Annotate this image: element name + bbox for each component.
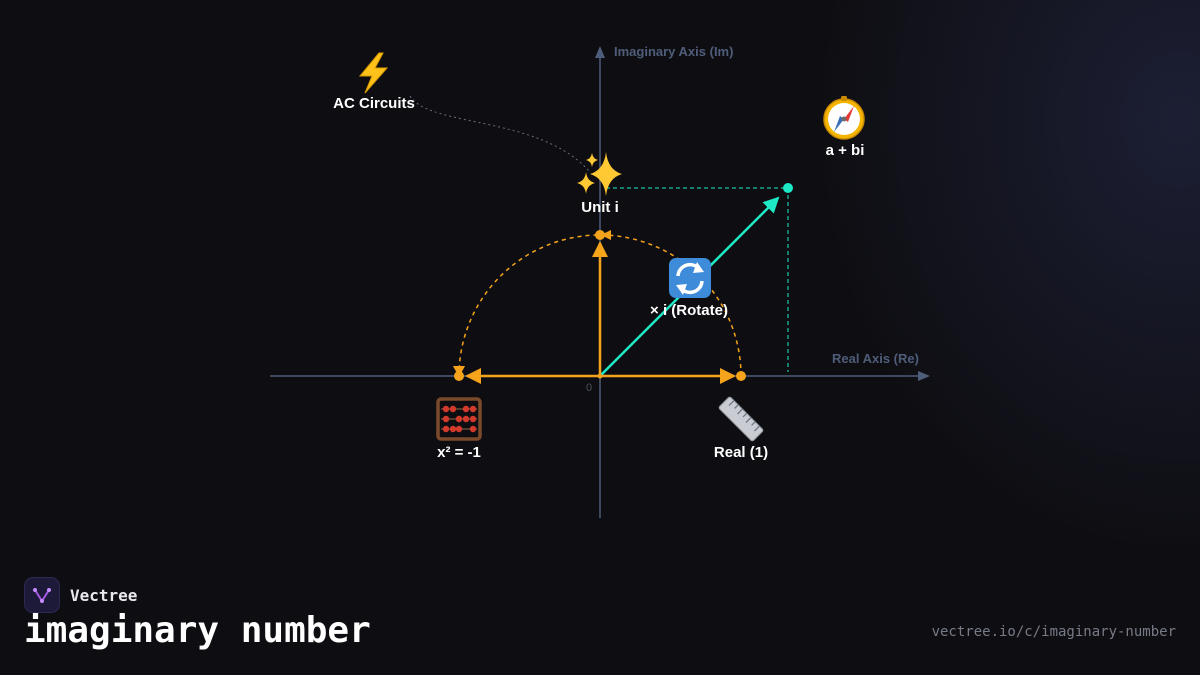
- node-label-real-one: Real (1): [714, 444, 768, 461]
- lightning-icon: [358, 52, 389, 94]
- node-x-squared[interactable]: x² = -1: [436, 397, 482, 461]
- compass-icon: [823, 96, 865, 140]
- node-unit-i[interactable]: Unit i: [577, 152, 622, 216]
- brand[interactable]: Vectree: [24, 577, 137, 613]
- vectree-logo-icon: [24, 577, 60, 613]
- node-label-a-plus-bi: a + bi: [826, 142, 865, 159]
- point-a-plus-bi[interactable]: [783, 183, 793, 193]
- rotate-arrows-icon: [669, 258, 711, 298]
- node-label-rotate: × i (Rotate): [650, 302, 728, 319]
- rotation-arc: [458, 234, 742, 377]
- origin-label: 0: [586, 382, 592, 394]
- point-real-one[interactable]: [736, 371, 746, 381]
- point-neg-one[interactable]: [454, 371, 464, 381]
- node-real-one[interactable]: Real (1): [714, 396, 768, 461]
- node-rotate[interactable]: × i (Rotate): [650, 258, 728, 319]
- arc-arrowhead-top: [601, 230, 611, 240]
- abacus-icon: [436, 397, 482, 441]
- node-label-x-squared: x² = -1: [437, 444, 481, 461]
- node-label-unit-i: Unit i: [581, 199, 619, 216]
- ac-circuits-connector: [409, 95, 591, 173]
- page-url[interactable]: vectree.io/c/imaginary-number: [931, 624, 1176, 640]
- brand-name: Vectree: [70, 585, 138, 605]
- sparkles-icon: [577, 152, 622, 196]
- ruler-icon: [718, 396, 764, 442]
- node-ac-circuits[interactable]: AC Circuits: [333, 52, 415, 112]
- page-title: imaginary number: [24, 610, 371, 651]
- real-axis-label: Real Axis (Re): [832, 351, 919, 366]
- node-label-ac-circuits: AC Circuits: [333, 95, 415, 112]
- point-unit-i[interactable]: [595, 230, 605, 240]
- imaginary-axis-label: Imaginary Axis (Im): [614, 44, 733, 59]
- point-origin: [597, 373, 603, 379]
- node-a-plus-bi[interactable]: a + bi: [823, 96, 865, 159]
